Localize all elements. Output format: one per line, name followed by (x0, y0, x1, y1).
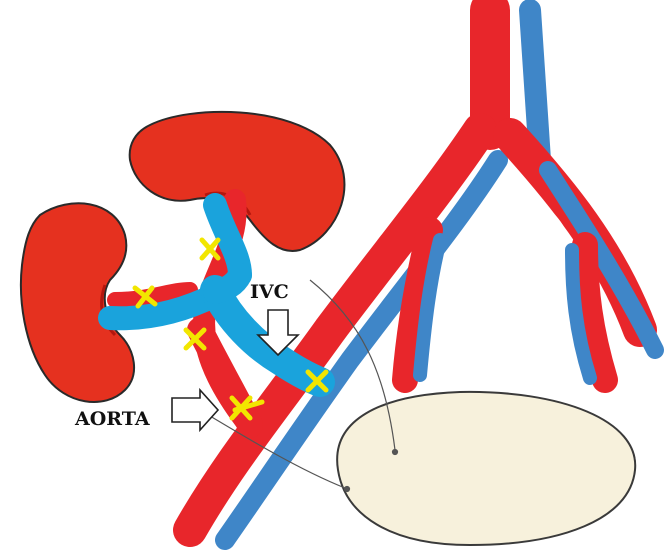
aorta-arrow-icon (172, 390, 218, 430)
aorta-label: AORTA (74, 408, 150, 430)
ivc-label: IVC (250, 281, 289, 303)
bladder (337, 392, 635, 545)
x-ligature-icon (202, 240, 218, 258)
